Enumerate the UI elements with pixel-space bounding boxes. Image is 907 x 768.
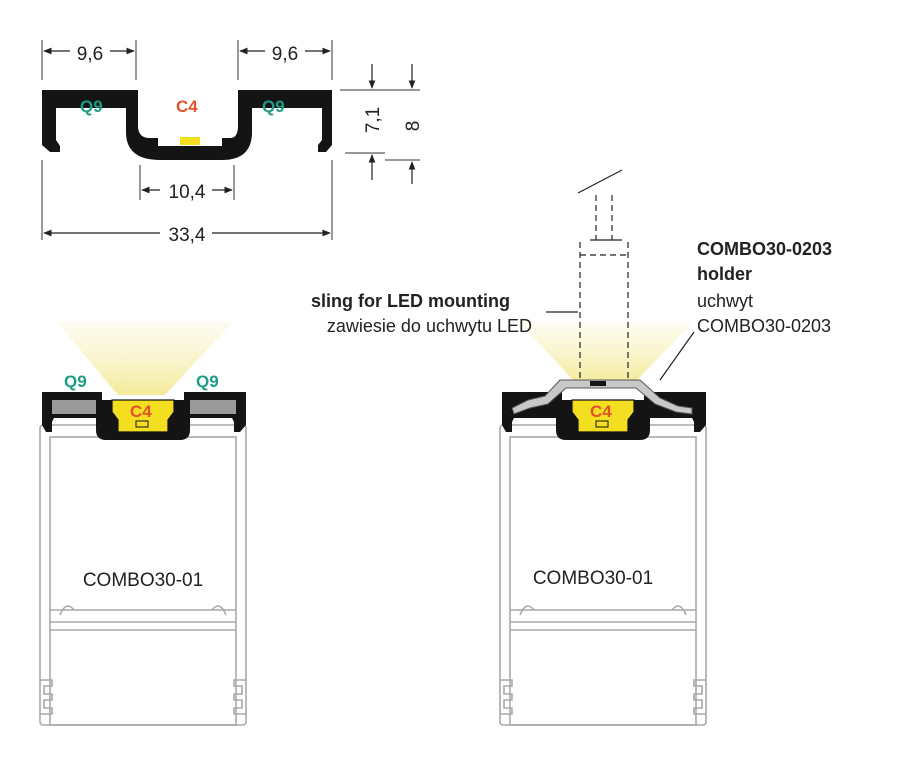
holder-shape bbox=[511, 379, 693, 415]
holder-label-pl-1: uchwyt bbox=[697, 291, 753, 311]
left-led-insert bbox=[111, 399, 175, 433]
right-assembly: C4 COMBO30-01 sling for LED mounting zaw… bbox=[311, 169, 832, 726]
holder-label-pl-2: COMBO30-0203 bbox=[697, 316, 831, 336]
sling-label-pl: zawiesie do uchwytu LED bbox=[327, 316, 532, 336]
left-diffuser-right bbox=[190, 400, 236, 414]
top-led-chip bbox=[180, 137, 200, 145]
top-q9-right: Q9 bbox=[262, 97, 285, 116]
holder-leader bbox=[659, 331, 695, 381]
dim-bottom-channel: 10,4 bbox=[169, 182, 206, 203]
dim-inner-height: 7,1 bbox=[363, 107, 384, 133]
left-diffuser-left bbox=[52, 400, 96, 414]
top-c4: C4 bbox=[176, 97, 198, 116]
left-q9-right: Q9 bbox=[196, 372, 219, 391]
top-profile-shape bbox=[42, 90, 332, 160]
dim-left-channel: 9,6 bbox=[77, 44, 103, 65]
left-profile-name: COMBO30-01 bbox=[83, 570, 203, 591]
top-cross-section: Q9 C4 Q9 bbox=[41, 40, 424, 246]
left-light-beam bbox=[58, 323, 232, 395]
left-c4: C4 bbox=[130, 402, 152, 421]
left-assembly: Q9 Q9 C4 COMBO30-01 bbox=[39, 323, 247, 726]
dim-total-height: 8 bbox=[403, 121, 424, 132]
right-profile-name: COMBO30-01 bbox=[533, 568, 653, 589]
sling-outline bbox=[579, 195, 629, 380]
right-led-insert bbox=[571, 399, 635, 433]
top-q9-left: Q9 bbox=[80, 97, 103, 116]
right-c4: C4 bbox=[590, 402, 612, 421]
right-led-chip bbox=[595, 420, 609, 428]
sling-label-en: sling for LED mounting bbox=[311, 291, 510, 311]
right-light-beam bbox=[520, 323, 692, 382]
holder-label-en-1: COMBO30-0203 bbox=[697, 239, 832, 259]
left-q9-left: Q9 bbox=[64, 372, 87, 391]
extension-lines bbox=[41, 40, 420, 240]
dim-total-width: 33,4 bbox=[169, 225, 206, 246]
left-led-chip bbox=[135, 420, 149, 428]
dim-right-channel: 9,6 bbox=[272, 44, 298, 65]
holder-label-en-2: holder bbox=[697, 264, 752, 284]
